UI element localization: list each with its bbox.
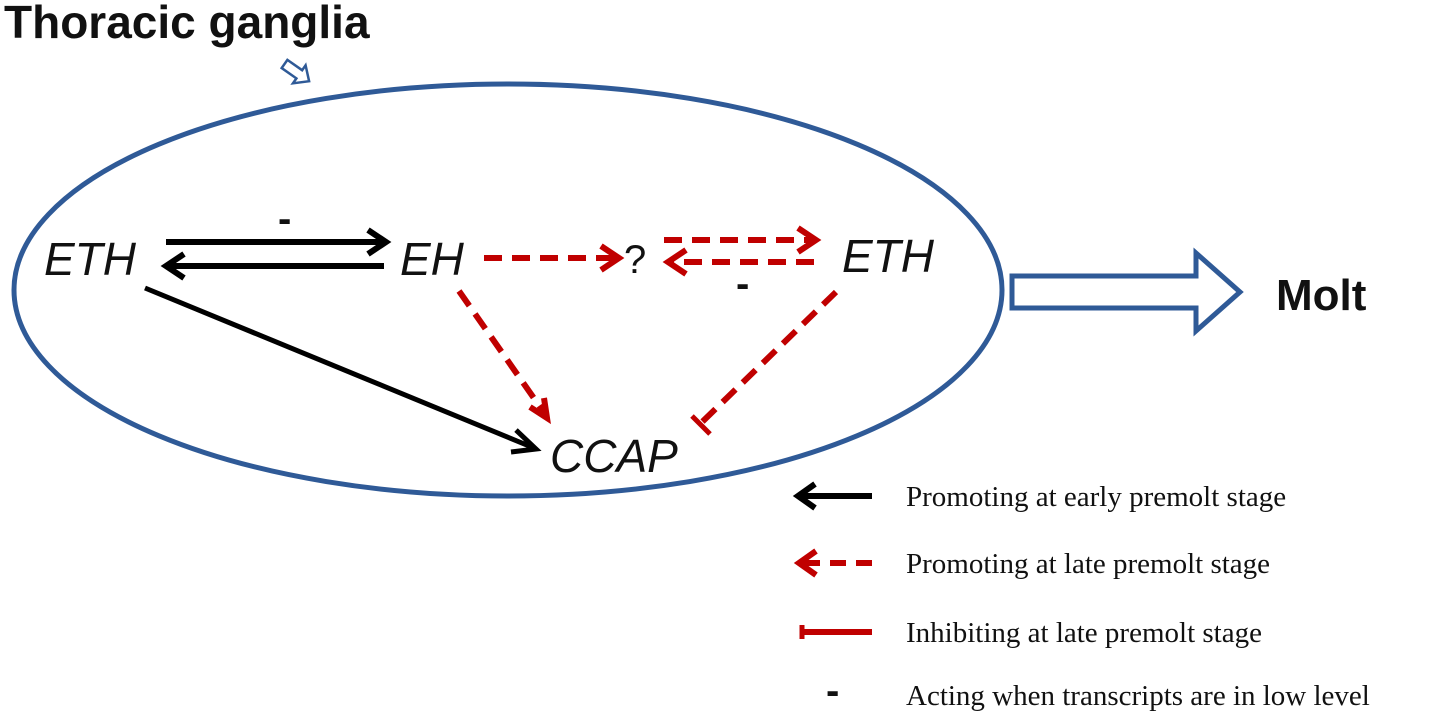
node-ccap: CCAP <box>550 430 678 482</box>
node-eh: EH <box>400 233 465 285</box>
arrow-eth-to-ccap <box>144 285 542 455</box>
legend-label: Promoting at early premolt stage <box>906 481 1286 513</box>
arrow-eth-to-unknown <box>662 247 814 277</box>
legend: Promoting at early premolt stage Promoti… <box>792 481 1370 713</box>
arrow-unknown-to-eth <box>664 225 822 255</box>
low-level-marker: - <box>278 197 291 241</box>
node-unknown: ? <box>624 238 646 282</box>
node-eth-left: ETH <box>44 233 137 285</box>
arrow-eh-to-eth <box>160 251 384 281</box>
diagram-title: Thoracic ganglia <box>4 0 370 48</box>
arrow-eth-to-eh <box>166 227 392 257</box>
low-level-marker: - <box>736 262 749 306</box>
node-eth-right: ETH <box>842 230 935 282</box>
legend-item: Inhibiting at late premolt stage <box>799 617 1262 649</box>
legend-item: - Acting when transcripts are in low lev… <box>826 669 1370 713</box>
legend-swatch-red-inhibition-bar <box>799 625 872 639</box>
legend-swatch-solid-black-arrow <box>792 481 872 511</box>
legend-item: Promoting at early premolt stage <box>792 481 1286 513</box>
ganglia-pointer-arrow <box>279 58 311 85</box>
arrow-eh-to-ccap <box>456 289 551 425</box>
legend-swatch-dashed-red-arrow <box>793 548 872 578</box>
ganglia-ellipse <box>11 81 1005 499</box>
inhibit-eth-to-ccap <box>690 289 839 436</box>
legend-item: Promoting at late premolt stage <box>793 548 1270 580</box>
arrow-eh-to-unknown <box>484 243 625 273</box>
legend-label: Inhibiting at late premolt stage <box>906 617 1262 649</box>
molt-arrow <box>1009 247 1244 337</box>
legend-label: Acting when transcripts are in low level <box>906 680 1370 712</box>
legend-swatch-minus-sign: - <box>826 669 839 713</box>
molt-label: Molt <box>1276 271 1367 320</box>
legend-label: Promoting at late premolt stage <box>906 548 1270 580</box>
